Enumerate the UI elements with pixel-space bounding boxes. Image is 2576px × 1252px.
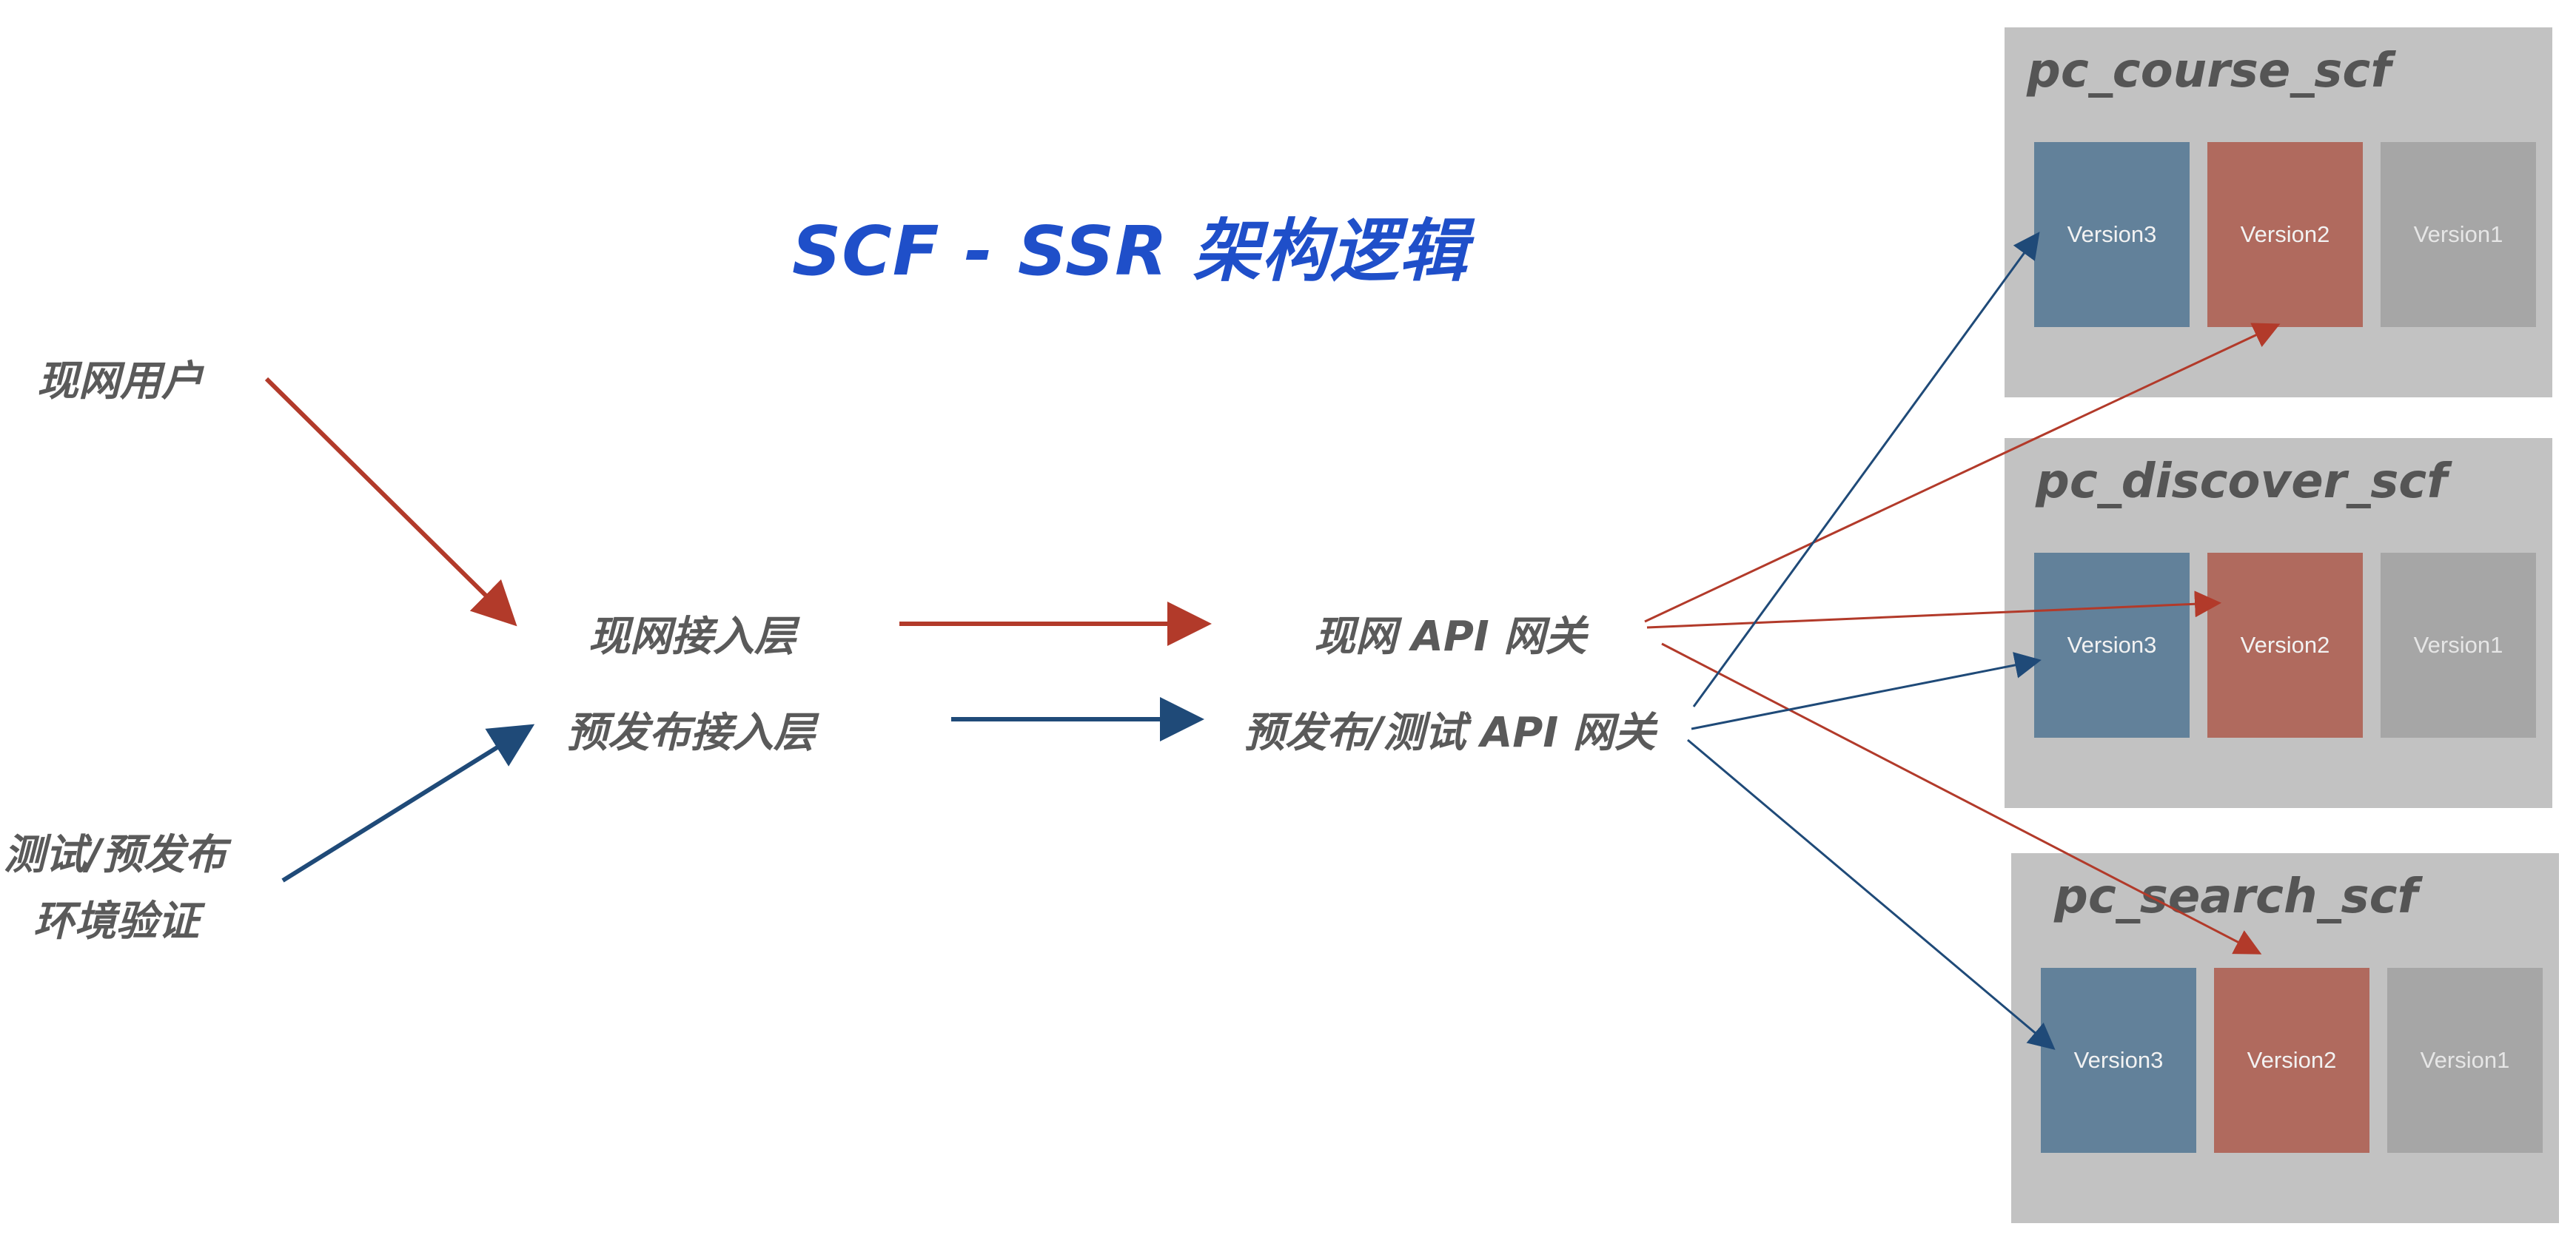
version-box: Version3 bbox=[2041, 968, 2196, 1153]
function-panel-pc-course-scf: pc_course_scf Version3 Version2 Version1 bbox=[2005, 27, 2552, 397]
arrow-pre-gw-to-discover-v3 bbox=[1691, 652, 2042, 730]
arrow-pre-gw-to-course-v3 bbox=[1692, 232, 2040, 707]
version-box: Version3 bbox=[2034, 142, 2190, 327]
prerelease-api-gateway-label: 预发布/测试 API 网关 bbox=[1244, 709, 1656, 757]
live-api-gateway-label: 现网 API 网关 bbox=[1314, 613, 1587, 661]
version-box: Version1 bbox=[2381, 553, 2536, 738]
version-box: Version1 bbox=[2381, 142, 2536, 327]
diagram-title: SCF - SSR 架构逻辑 bbox=[792, 212, 1468, 291]
live-access-layer-label: 现网接入层 bbox=[588, 613, 796, 661]
test-env-label-line2: 环境验证 bbox=[33, 898, 199, 946]
version-box: Version1 bbox=[2387, 968, 2543, 1153]
arrow-live-users-to-access bbox=[264, 377, 517, 627]
function-panel-pc-discover-scf: pc_discover_scf Version3 Version2 Versio… bbox=[2005, 438, 2552, 808]
function-name: pc_discover_scf bbox=[2036, 454, 2448, 509]
version-box: Version2 bbox=[2207, 142, 2363, 327]
live-users-label: 现网用户 bbox=[37, 357, 203, 405]
version-box: Version2 bbox=[2214, 968, 2369, 1153]
version-box: Version3 bbox=[2034, 553, 2190, 738]
function-panel-pc-search-scf: pc_search_scf Version3 Version2 Version1 bbox=[2011, 853, 2559, 1223]
test-env-label-line1: 测试/预发布 bbox=[4, 831, 227, 879]
prerelease-access-layer-label: 预发布接入层 bbox=[566, 709, 815, 757]
version-box: Version2 bbox=[2207, 553, 2363, 738]
function-name: pc_course_scf bbox=[2027, 44, 2392, 98]
function-name: pc_search_scf bbox=[2054, 869, 2418, 924]
arrow-test-to-prerelease-access bbox=[281, 724, 535, 883]
arrow-pre-gw-to-search-v3 bbox=[1687, 738, 2056, 1050]
